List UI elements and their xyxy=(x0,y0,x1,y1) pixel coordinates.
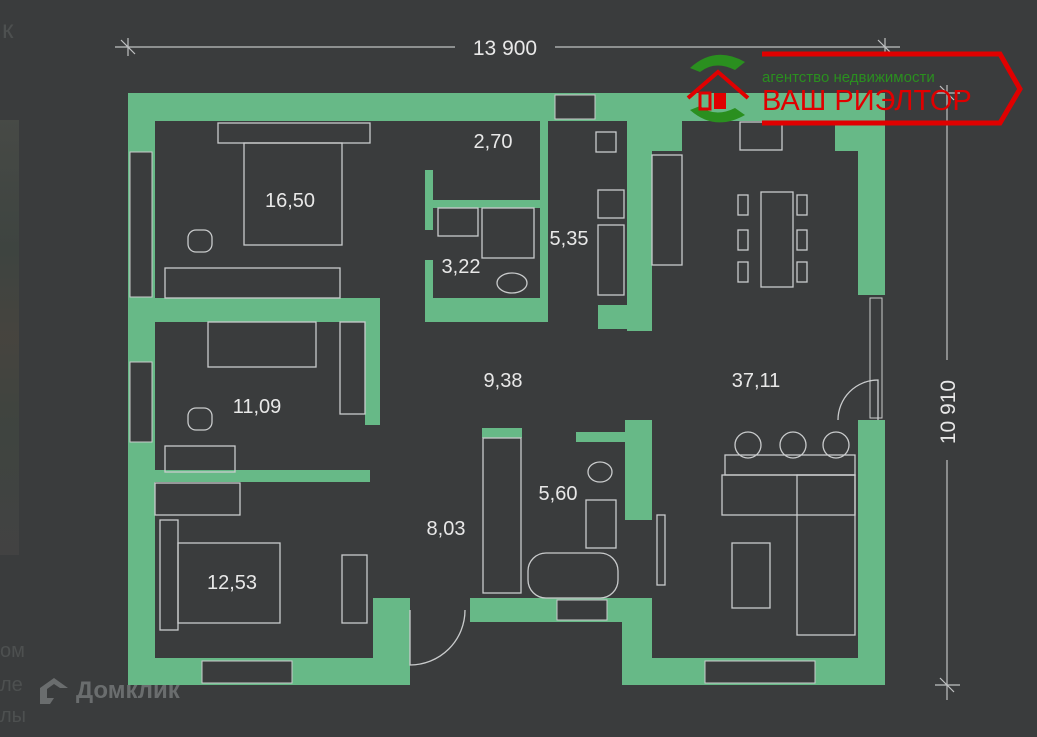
domklik-label: Домклик xyxy=(76,677,180,704)
dimension-lines xyxy=(115,38,960,700)
room-area-bedroom-1: 16,50 xyxy=(265,190,315,212)
domklik-watermark: Домклик xyxy=(38,676,180,706)
dining-table xyxy=(760,191,794,288)
room-area-entrance: 8,03 xyxy=(427,518,466,540)
room-area-bedroom-2: 11,09 xyxy=(233,396,282,418)
side-text-top: к xyxy=(2,14,14,44)
side-text: ом xyxy=(0,640,25,662)
room-area-bathroom-1: 3,22 xyxy=(442,256,481,278)
windows xyxy=(129,94,883,684)
side-text: лы xyxy=(0,705,27,727)
domklik-logo-icon xyxy=(40,678,68,704)
sofa xyxy=(721,474,856,516)
side-text: ле xyxy=(0,674,23,696)
room-area-bathroom-2: 5,60 xyxy=(539,483,578,505)
width-dimension: 13 900 xyxy=(473,37,537,60)
height-dimension: 10 910 xyxy=(937,380,960,444)
realtor-logo-watermark: агентство недвижимости ВАШ РИЭЛТОР xyxy=(686,51,1023,126)
background-photo-strip xyxy=(0,120,19,555)
room-area-utility: 5,35 xyxy=(550,228,589,250)
room-area-storage: 2,70 xyxy=(474,131,513,153)
room-area-hall: 9,38 xyxy=(484,370,523,392)
logo-name: ВАШ РИЭЛТОР xyxy=(762,85,972,117)
room-area-kitchen-living: 37,11 xyxy=(732,370,781,392)
bathtub xyxy=(527,552,619,599)
room-area-bedroom-3: 12,53 xyxy=(207,572,257,594)
furniture xyxy=(154,121,879,666)
logo-tagline: агентство недвижимости xyxy=(762,69,935,86)
